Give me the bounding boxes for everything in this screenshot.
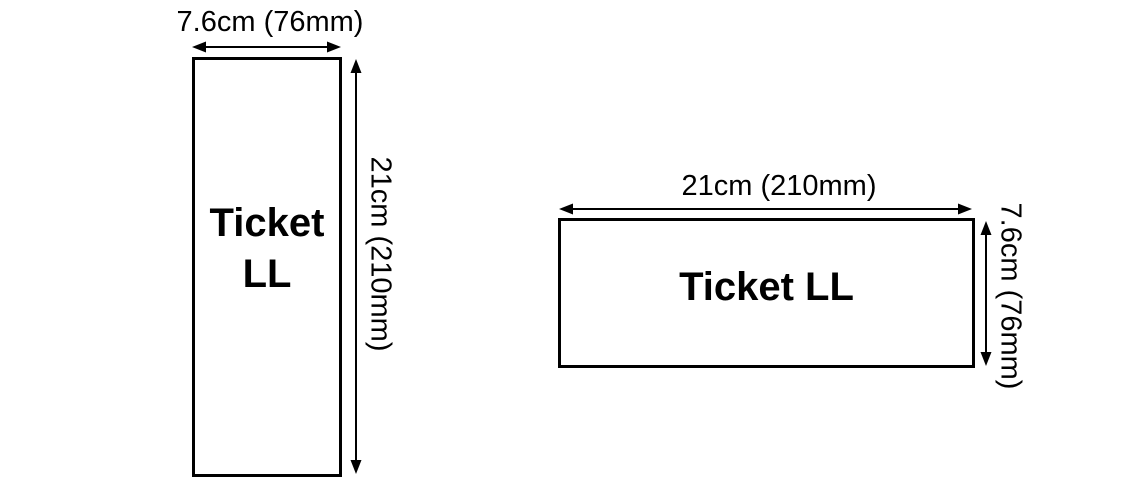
vertical-double-arrow-icon [350,59,362,474]
landscape-height-dimension-label: 7.6cm (76mm) [994,202,1027,390]
landscape-ticket-rectangle: Ticket LL [558,218,975,368]
horizontal-double-arrow-icon [192,41,341,53]
portrait-height-dimension-label: 21cm (210mm) [364,156,397,352]
portrait-ticket-name: Ticket LL [209,200,325,296]
landscape-width-dimension-label: 21cm (210mm) [681,170,877,202]
horizontal-double-arrow-icon [559,203,972,215]
landscape-ticket-name: Ticket LL [679,265,854,310]
portrait-ticket-rectangle: Ticket LL [192,57,342,477]
vertical-double-arrow-icon [980,221,992,366]
portrait-width-dimension-label: 7.6cm (76mm) [176,6,364,38]
